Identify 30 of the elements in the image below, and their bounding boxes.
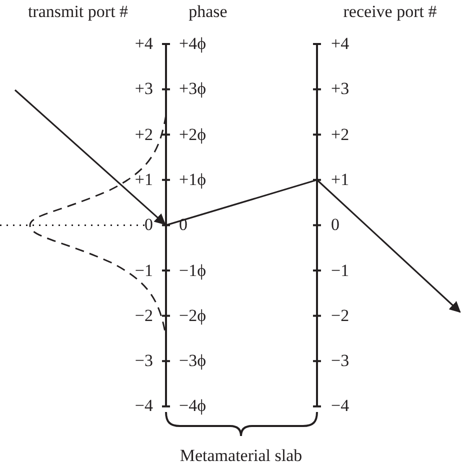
caption-text: Metamaterial slab xyxy=(180,446,302,466)
tick-label: 0 xyxy=(331,215,340,236)
tick-label: −3 xyxy=(331,351,350,372)
tick-label: +3 xyxy=(134,79,153,100)
tick-label: −1 xyxy=(134,260,153,280)
axis-title: transmit port # xyxy=(28,2,128,22)
tick-label: −2 xyxy=(134,306,153,326)
tick-label: −1 xyxy=(331,260,350,280)
axis-title: receive port # xyxy=(343,2,437,22)
tick-label: +2ϕ xyxy=(179,124,206,145)
tick-label: −3ϕ xyxy=(179,351,206,372)
tick-label: +4ϕ xyxy=(179,34,206,54)
tick-label: +2 xyxy=(331,124,350,145)
tick-label: −2 xyxy=(331,306,350,326)
tick-label: −3 xyxy=(134,351,153,372)
tick-label: −2ϕ xyxy=(179,306,206,326)
tick-label: +2 xyxy=(134,124,153,145)
tick-label: +1 xyxy=(134,170,153,190)
tick-label: +1 xyxy=(331,170,350,190)
tick-label: −4ϕ xyxy=(179,396,206,416)
tick-label: 0 xyxy=(144,215,153,236)
tick-label: −1ϕ xyxy=(179,260,206,280)
axis-title: phase xyxy=(188,2,228,22)
tick-label: +4 xyxy=(134,34,153,54)
tick-label: +4 xyxy=(331,34,350,54)
tick-label: +3 xyxy=(331,79,350,100)
tick-label: +1ϕ xyxy=(179,170,206,190)
tick-label: −4 xyxy=(134,396,153,416)
tick-label: +3ϕ xyxy=(179,79,206,100)
tick-label: −4 xyxy=(331,396,350,416)
